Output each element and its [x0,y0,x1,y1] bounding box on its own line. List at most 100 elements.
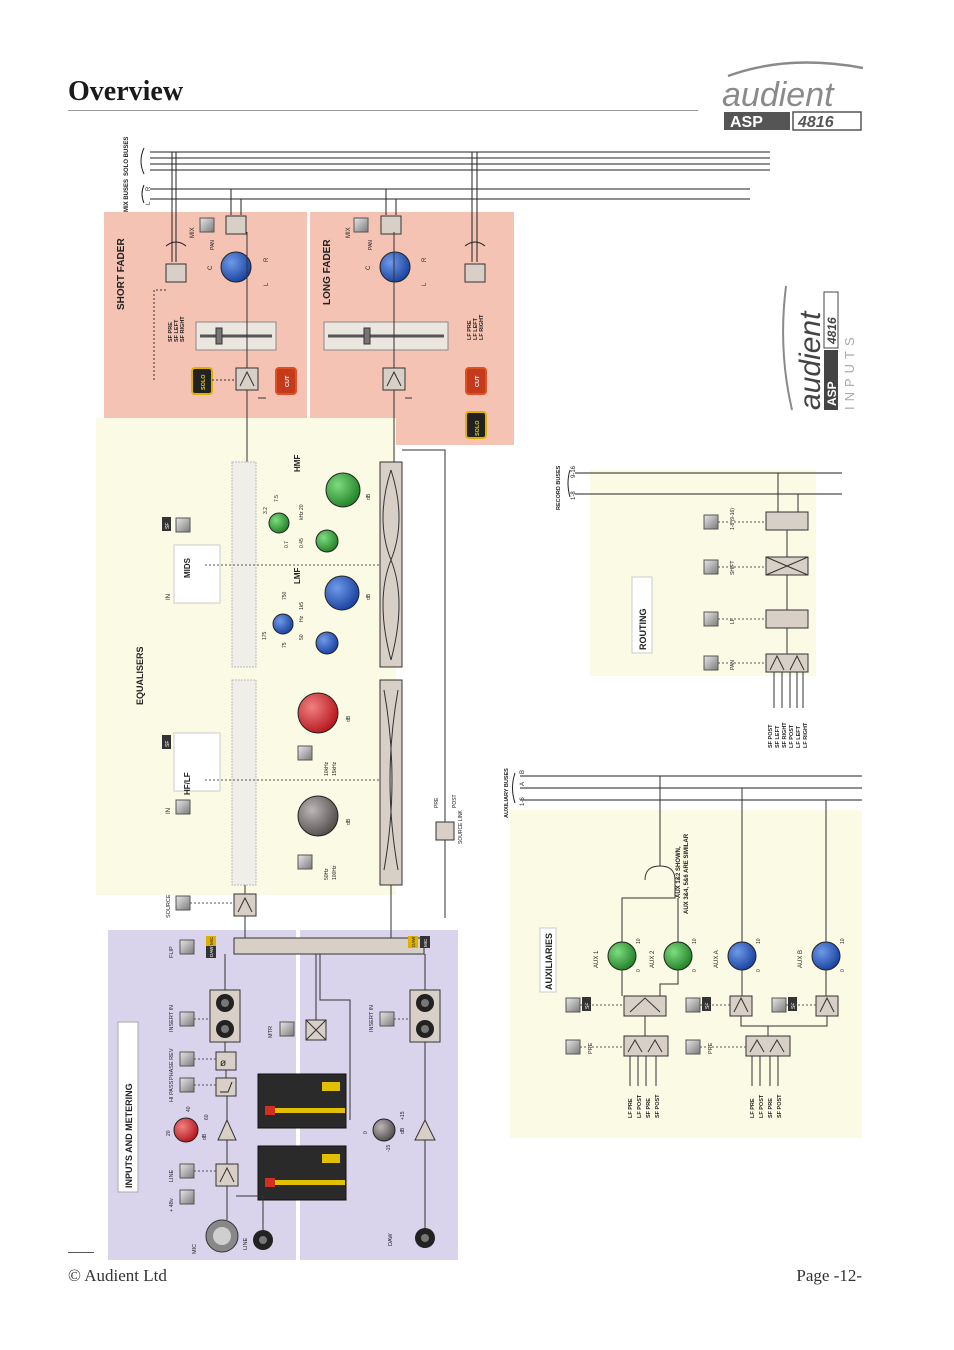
routing-pan-button[interactable] [703,655,719,671]
svg-text:C: C [208,265,214,270]
svg-text:7.5: 7.5 [274,495,280,502]
svg-text:LF LEFT: LF LEFT [796,725,802,748]
svg-text:CUT: CUT [285,375,291,387]
svg-text:SF PRE: SF PRE [768,1098,774,1118]
svg-text:INPUTS: INPUTS [842,332,857,410]
svg-text:1-6: 1-6 [520,797,526,806]
svg-text:PRE: PRE [588,1042,594,1054]
phase-rev-button[interactable] [179,1051,195,1067]
svg-text:10kHz: 10kHz [324,761,330,776]
svg-text:0: 0 [840,969,846,972]
svg-text:AUX 3&4, 5&6 ARE SIMILAR: AUX 3&4, 5&6 ARE SIMILAR [684,833,690,914]
equalisers-title: EQUALISERS [135,646,145,705]
routing-shift-button[interactable] [703,559,719,575]
svg-text:SOLO BUSES: SOLO BUSES [124,137,130,176]
insert-in-button-left[interactable] [179,1011,195,1027]
svg-text:dB: dB [346,715,352,722]
phantom-button[interactable] [179,1189,195,1205]
sf-solo-button[interactable] [191,367,213,395]
sf-mix-button[interactable] [199,217,215,233]
short-fader-title: SHORT FADER [116,238,127,310]
sf-fader-cap[interactable] [215,327,223,345]
svg-text:IN: IN [166,808,172,814]
aux2-knob[interactable] [663,941,693,971]
lf-solo-button[interactable] [465,411,487,439]
svg-text:INSERT IN: INSERT IN [169,1005,175,1032]
auxa-knob[interactable] [727,941,757,971]
svg-text:SF PRE: SF PRE [646,1098,652,1118]
svg-text:SF POST: SF POST [777,1094,783,1118]
svg-text:20: 20 [166,1130,172,1136]
inputs-title: INPUTS AND METERING [124,1083,134,1188]
source-button[interactable] [175,895,191,911]
svg-text:9-16: 9-16 [571,465,577,478]
mtr-button[interactable] [279,1021,295,1037]
line-button[interactable] [179,1163,195,1179]
aux-region [510,810,862,1138]
lf-cut-button[interactable] [465,367,487,395]
lf-pan-knob[interactable] [379,251,411,283]
mic-gain-knob[interactable] [173,1117,199,1143]
lf-gain-knob[interactable] [297,795,339,837]
svg-text:L: L [422,282,428,286]
mix-buses [150,188,750,200]
hi-pass-button[interactable] [179,1077,195,1093]
auxab-pre-button[interactable] [685,1039,701,1055]
hf-freq-button[interactable] [297,745,313,761]
svg-text:POST: POST [452,794,458,808]
lf-freq-button[interactable] [297,854,313,870]
lmf-freq-knob[interactable] [272,613,294,635]
routing-1-8-button[interactable] [703,514,719,530]
hmf-freq-knob[interactable] [268,512,290,534]
sf-pan-knob[interactable] [220,251,252,283]
svg-text:SF LEFT: SF LEFT [775,725,781,748]
svg-text:LF POST: LF POST [637,1094,643,1118]
aux1-knob[interactable] [607,941,637,971]
svg-text:Hz: Hz [299,615,305,622]
svg-text:SOURCE: SOURCE [166,894,172,918]
sf-cut-button[interactable] [275,367,297,395]
hmf-q-knob[interactable] [315,529,339,553]
svg-text:MIC: MIC [423,938,428,947]
aux12-pre-button[interactable] [565,1039,581,1055]
svg-text:SF RIGHT: SF RIGHT [180,316,186,342]
svg-text:MIX: MIX [190,227,196,238]
auxb-knob[interactable] [811,941,841,971]
mids-sf-button[interactable] [175,517,191,533]
svg-text:ASP: ASP [730,114,763,131]
svg-text:+ 48v: + 48v [169,1198,175,1212]
daw-gain-knob[interactable] [372,1118,396,1142]
aux12-sf-button[interactable] [565,997,581,1013]
flip-button[interactable] [179,939,195,955]
hf-gain-knob[interactable] [297,692,339,734]
svg-text:R: R [264,257,270,262]
lmf-q-knob[interactable] [315,631,339,655]
svg-text:LINE: LINE [243,1237,249,1250]
auxa-sf-button[interactable] [685,997,701,1013]
svg-text:3.2: 3.2 [263,507,269,514]
svg-text:AUX 1: AUX 1 [594,950,600,968]
svg-text:L: L [264,282,270,286]
svg-text:SF POST: SF POST [768,724,774,748]
page-title: Overview [68,76,184,107]
lf-mix-button[interactable] [353,217,369,233]
svg-text:PRE: PRE [434,797,440,808]
svg-text:SF POST: SF POST [655,1094,661,1118]
svg-text:SF PRE: SF PRE [168,322,174,342]
routing-lf-button[interactable] [703,611,719,627]
hflf-in-button[interactable] [175,799,191,815]
auxb-sf-button[interactable] [771,997,787,1013]
lf-fader-cap[interactable] [363,327,371,345]
svg-text:PAN: PAN [730,660,736,670]
insert-in-button-right[interactable] [379,1011,395,1027]
hmf-gain-knob[interactable] [325,472,361,508]
footer-rule [68,1252,94,1253]
svg-text:1-8: 1-8 [571,491,577,500]
svg-text:60: 60 [204,1114,210,1120]
svg-text:PHASE REV: PHASE REV [169,1048,175,1080]
svg-text:RECORD BUSES: RECORD BUSES [556,465,562,510]
svg-text:40: 40 [186,1106,192,1112]
lmf-gain-knob[interactable] [324,575,360,611]
svg-text:0.45: 0.45 [299,538,305,548]
svg-text:HI PASS: HI PASS [169,1080,175,1102]
